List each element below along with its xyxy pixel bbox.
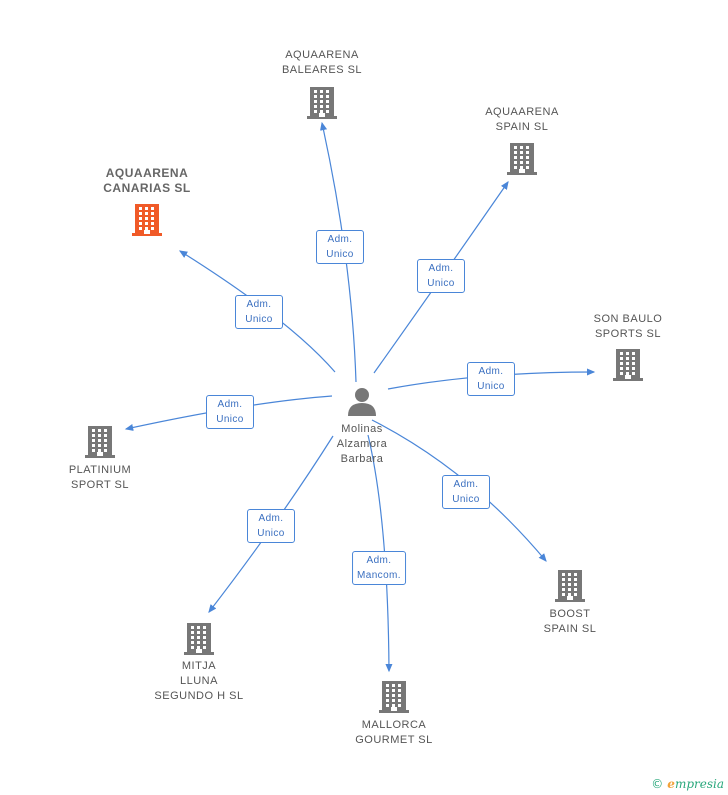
company-label-mitja[interactable]: MITJA LLUNA SEGUNDO H SL bbox=[154, 660, 244, 702]
building-icon[interactable] bbox=[506, 141, 538, 180]
company-label-canarias[interactable]: AQUAARENA CANARIAS SL bbox=[103, 166, 191, 195]
building-icon[interactable] bbox=[84, 424, 116, 463]
edge-line-mallorca bbox=[367, 434, 393, 673]
company-label-spain[interactable]: AQUAARENA SPAIN SL bbox=[485, 106, 559, 133]
brand-name: mpresia bbox=[674, 777, 724, 791]
edge-label-spain[interactable]: Adm. Unico bbox=[417, 259, 465, 293]
brand-initial: e bbox=[667, 777, 675, 791]
company-label-platinium[interactable]: PLATINIUM SPORT SL bbox=[68, 464, 132, 491]
edge-label-mallorca[interactable]: Adm. Mancom. bbox=[352, 551, 406, 585]
edge-label-platinium[interactable]: Adm. Unico bbox=[206, 395, 254, 429]
building-icon[interactable] bbox=[131, 202, 163, 241]
edge-label-baleares[interactable]: Adm. Unico bbox=[316, 230, 364, 264]
building-icon[interactable] bbox=[612, 347, 644, 386]
building-icon[interactable] bbox=[183, 621, 215, 660]
company-label-boost[interactable]: BOOST SPAIN SL bbox=[543, 608, 597, 635]
edge-label-canarias[interactable]: Adm. Unico bbox=[235, 295, 283, 329]
empresia-logo[interactable]: ©empresia bbox=[651, 777, 724, 791]
company-label-sonbaulo[interactable]: SON BAULO SPORTS SL bbox=[593, 313, 663, 340]
person-icon[interactable] bbox=[347, 386, 377, 421]
building-icon[interactable] bbox=[378, 679, 410, 718]
edge-label-boost[interactable]: Adm. Unico bbox=[442, 475, 490, 509]
building-icon[interactable] bbox=[306, 85, 338, 124]
company-label-mallorca[interactable]: MALLORCA GOURMET SL bbox=[355, 719, 433, 746]
copyright-symbol: © bbox=[651, 777, 664, 791]
edge-label-sonbaulo[interactable]: Adm. Unico bbox=[467, 362, 515, 396]
edge-label-mitja[interactable]: Adm. Unico bbox=[247, 509, 295, 543]
person-name-label[interactable]: Molinas Alzamora Barbara bbox=[336, 423, 388, 465]
building-icon[interactable] bbox=[554, 568, 586, 607]
company-label-baleares[interactable]: AQUAARENA BALEARES SL bbox=[281, 49, 363, 76]
